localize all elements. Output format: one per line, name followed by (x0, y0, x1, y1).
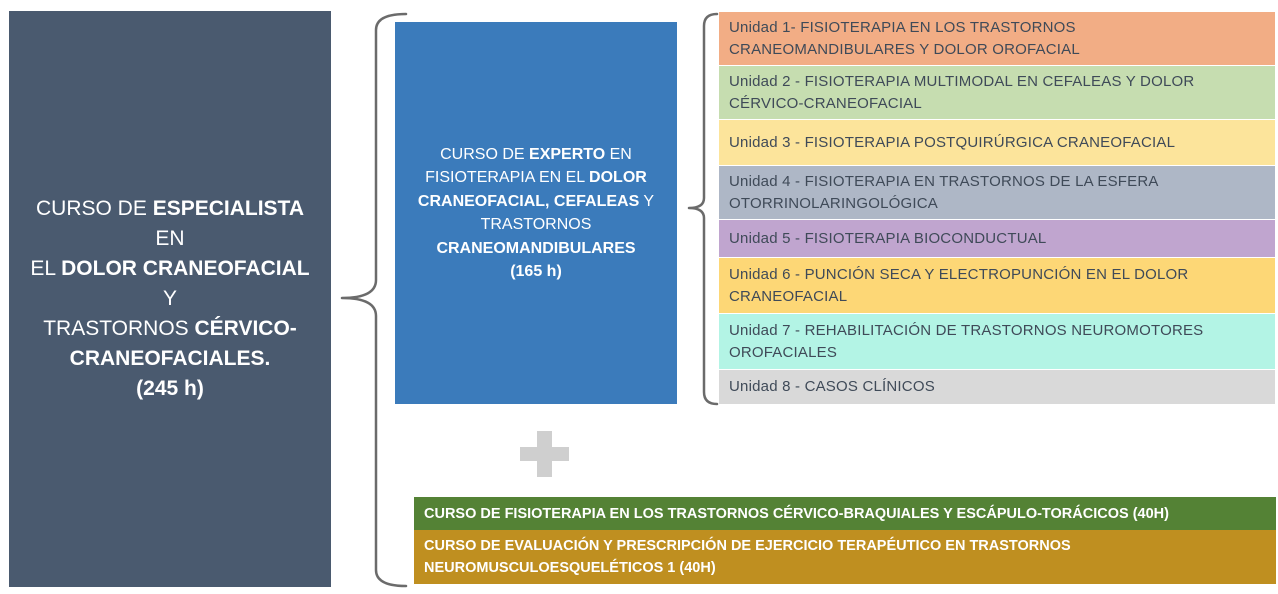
title-text-bold: DOLOR CRANEOFACIAL (61, 257, 310, 280)
unit-label: Unidad 4 - FISIOTERAPIA EN TRASTORNOS DE… (729, 172, 1158, 212)
unit-label: Unidad 7 - REHABILITACIÓN DE TRASTORNOS … (729, 321, 1204, 361)
expert-course-box: CURSO DE EXPERTO EN FISIOTERAPIA EN EL D… (395, 22, 677, 404)
title-text: CURSO DE (440, 145, 530, 163)
title-text: EN (155, 227, 185, 250)
title-text: FISIOTERAPIA EN EL (425, 169, 590, 186)
unit-item: Unidad 5 - FISIOTERAPIA BIOCONDUCTUAL (719, 220, 1275, 257)
title-text-bold: ESPECIALISTA (152, 197, 304, 220)
extra-course-item: CURSO DE FISIOTERAPIA EN LOS TRASTORNOS … (414, 497, 1276, 530)
extra-course-label: CURSO DE EVALUACIÓN Y PRESCRIPCIÓN DE EJ… (424, 538, 1071, 576)
extra-course-label: CURSO DE FISIOTERAPIA EN LOS TRASTORNOS … (424, 505, 1169, 522)
title-text-bold: CRANEOFACIALES. (69, 347, 271, 370)
title-text: CURSO DE (36, 197, 153, 220)
unit-label: Unidad 5 - FISIOTERAPIA BIOCONDUCTUAL (729, 229, 1047, 247)
unit-item: Unidad 3 - FISIOTERAPIA POSTQUIRÚRGICA C… (719, 120, 1275, 165)
specialist-course-box: CURSO DE ESPECIALISTA EN EL DOLOR CRANEO… (9, 11, 331, 587)
title-text-bold: CRANEOMANDIBULARES (436, 239, 636, 257)
units-brace (687, 12, 719, 406)
main-brace (340, 12, 408, 588)
unit-label: Unidad 8 - CASOS CLÍNICOS (729, 378, 935, 395)
plus-icon (520, 431, 569, 477)
title-text-bold: CÉRVICO- (194, 317, 297, 340)
title-text: Y (639, 192, 655, 210)
title-text: EN (605, 145, 632, 163)
title-text: EL (30, 257, 62, 280)
unit-item: Unidad 7 - REHABILITACIÓN DE TRASTORNOS … (719, 314, 1275, 369)
unit-item: Unidad 6 - PUNCIÓN SECA Y ELECTROPUNCIÓN… (719, 258, 1275, 313)
extra-course-item: CURSO DE EVALUACIÓN Y PRESCRIPCIÓN DE EJ… (414, 530, 1276, 584)
title-text-bold: DOLOR (589, 169, 647, 186)
unit-label: Unidad 1- FISIOTERAPIA EN LOS TRASTORNOS… (729, 18, 1080, 58)
title-text-bold: EXPERTO (529, 145, 606, 163)
unit-item: Unidad 8 - CASOS CLÍNICOS (719, 370, 1275, 404)
specialist-course-hours: (245 h) (136, 377, 204, 400)
title-text: TRASTORNOS (43, 317, 195, 340)
expert-course-hours: (165 h) (510, 263, 562, 280)
specialist-course-title: CURSO DE ESPECIALISTA EN EL DOLOR CRANEO… (21, 194, 319, 404)
plus-icon-vertical (537, 431, 552, 477)
unit-label: Unidad 3 - FISIOTERAPIA POSTQUIRÚRGICA C… (729, 133, 1176, 151)
unit-label: Unidad 6 - PUNCIÓN SECA Y ELECTROPUNCIÓN… (729, 265, 1189, 305)
unit-item: Unidad 2 - FISIOTERAPIA MULTIMODAL EN CE… (719, 66, 1275, 119)
title-text: Y (162, 287, 177, 310)
unit-item: Unidad 1- FISIOTERAPIA EN LOS TRASTORNOS… (719, 12, 1275, 65)
title-text: TRASTORNOS (480, 216, 592, 233)
unit-item: Unidad 4 - FISIOTERAPIA EN TRASTORNOS DE… (719, 166, 1275, 219)
unit-label: Unidad 2 - FISIOTERAPIA MULTIMODAL EN CE… (729, 72, 1195, 112)
expert-course-title: CURSO DE EXPERTO EN FISIOTERAPIA EN EL D… (418, 143, 654, 284)
title-text-bold: CRANEOFACIAL, CEFALEAS (417, 192, 640, 210)
